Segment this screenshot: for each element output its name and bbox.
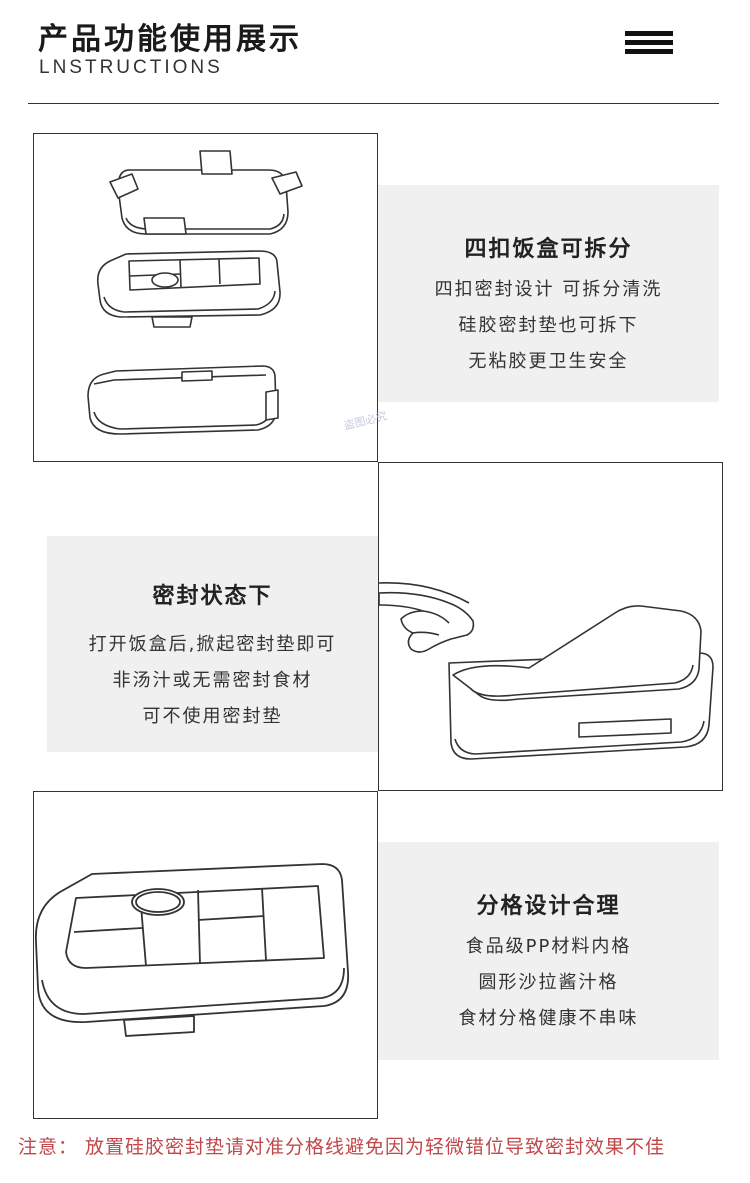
feature-1-line-3: 无粘胶更卫生安全 (468, 351, 629, 372)
hamburger-menu-icon[interactable] (625, 31, 673, 54)
feature-3-line-3: 食材分格健康不串味 (458, 1008, 639, 1029)
feature-3-illustration-frame (33, 791, 378, 1119)
header-divider (28, 103, 719, 104)
feature-1-line-2: 硅胶密封垫也可拆下 (458, 315, 639, 336)
feature-1-illustration-frame (33, 133, 378, 462)
feature-2-panel: 密封状态下 打开饭盒后,掀起密封垫即可 非汤汁或无需密封食材 可不使用密封垫 (47, 536, 378, 752)
feature-3-panel: 分格设计合理 食品级PP材料内格 圆形沙拉酱汁格 食材分格健康不串味 (378, 842, 719, 1060)
feature-1-panel: 四扣饭盒可拆分 四扣密封设计 可拆分清洗 硅胶密封垫也可拆下 无粘胶更卫生安全 (378, 185, 719, 402)
page-subtitle: LNSTRUCTIONS (39, 57, 223, 78)
footer-note: 注意： 放置硅胶密封垫请对准分格线避免因为轻微错位导致密封效果不佳 (18, 1136, 666, 1158)
feature-2-line-2: 非汤汁或无需密封食材 (112, 670, 313, 691)
compartment-tray-icon (35, 863, 349, 1037)
feature-3-line-2: 圆形沙拉酱汁格 (478, 972, 619, 993)
feature-1-heading: 四扣饭盒可拆分 (464, 237, 633, 262)
page-title: 产品功能使用展示 (38, 22, 302, 57)
feature-2-line-3: 可不使用密封垫 (142, 706, 283, 727)
hand-lifting-seal-icon (379, 582, 714, 760)
exploded-lunchbox-icon (87, 150, 303, 435)
feature-1-line-1: 四扣密封设计 可拆分清洗 (434, 279, 663, 300)
feature-3-heading: 分格设计合理 (476, 894, 621, 919)
feature-2-line-1: 打开饭盒后,掀起密封垫即可 (88, 634, 337, 655)
feature-2-illustration-frame (378, 462, 723, 791)
feature-2-heading: 密封状态下 (152, 584, 273, 609)
feature-3-line-1: 食品级PP材料内格 (465, 936, 632, 957)
